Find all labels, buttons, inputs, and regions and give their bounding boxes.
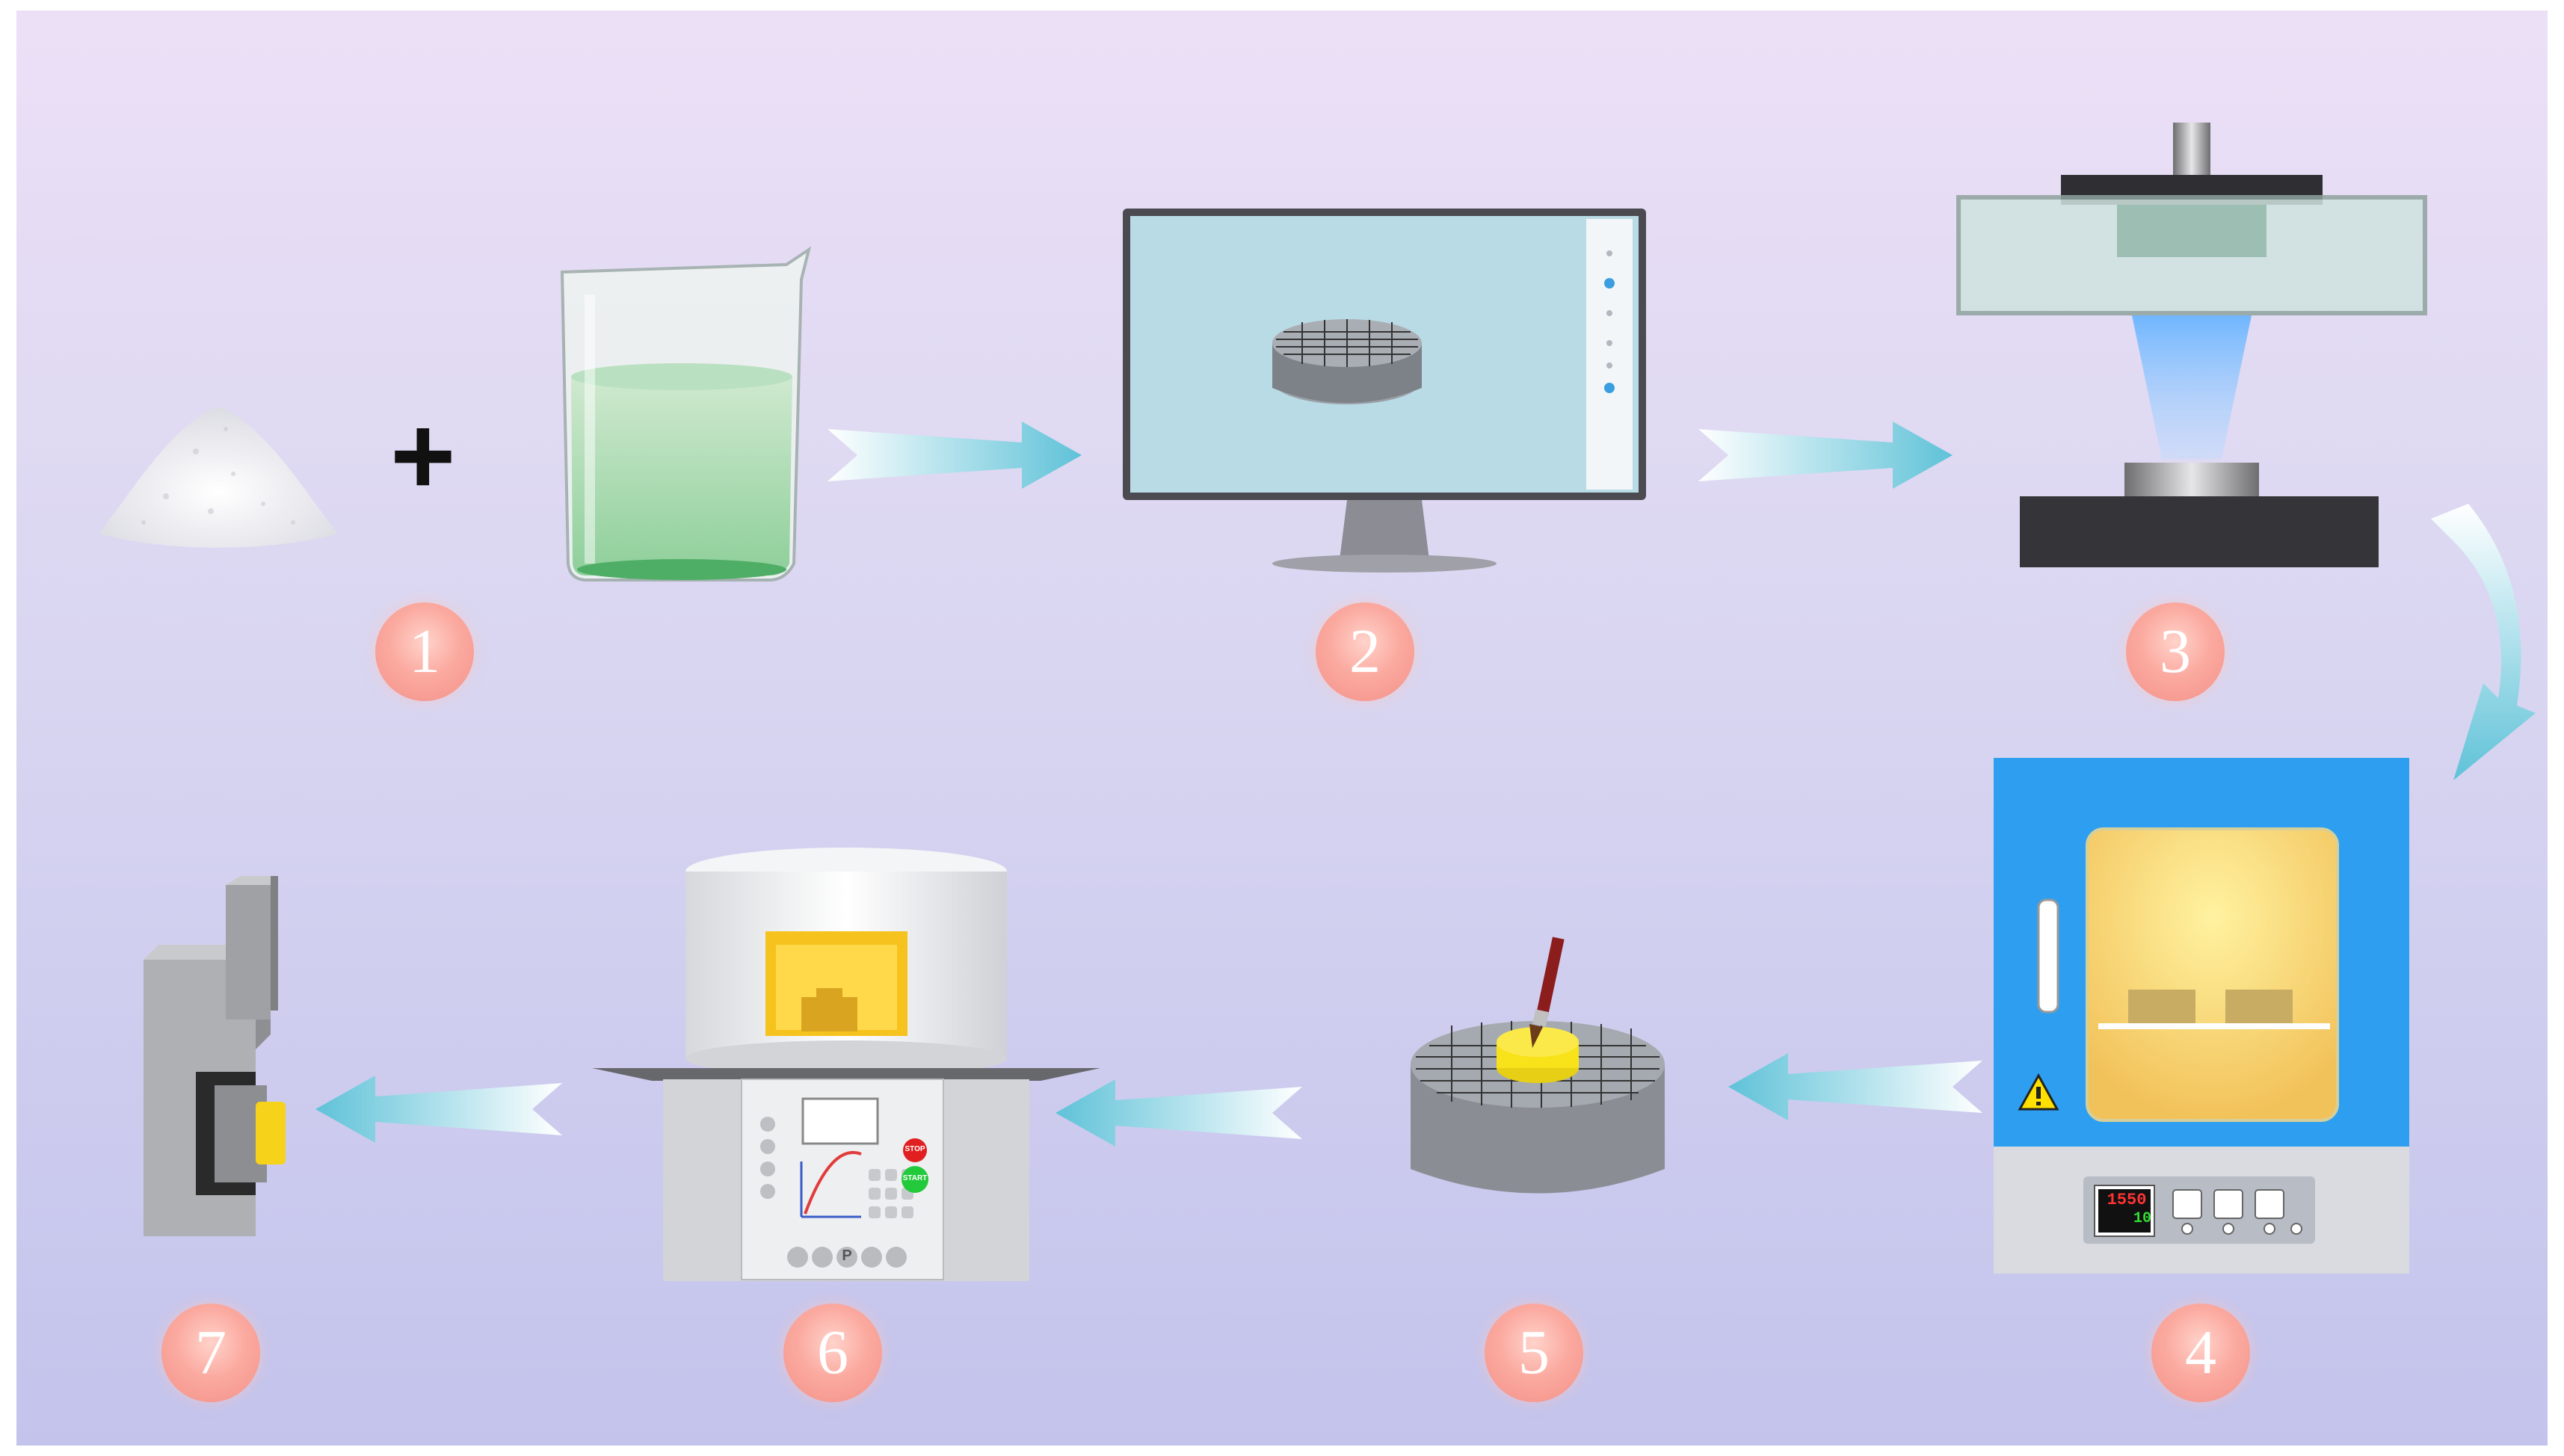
printer-icon [1956,123,2427,567]
step-badge-7: 7 [161,1304,260,1402]
flow-arrow-6-7 [315,1076,562,1143]
step-badge-4: 4 [2151,1304,2250,1402]
furnace-icon [592,848,1100,1281]
coated-puck-icon [1411,937,1665,1194]
step-badge-5: 5 [1485,1304,1583,1402]
flow-arrow-3-4 [2431,504,2536,780]
oven-icon [1994,758,2409,1274]
monitor-icon [1123,209,1646,573]
process-flow-diagram: + [16,10,2548,1446]
plus-sign: + [390,392,456,518]
flow-arrow-5-6 [1056,1079,1302,1147]
beaker-icon [560,246,812,582]
flow-arrow-2-3 [1698,422,1953,489]
step-badge-1: 1 [375,602,474,701]
step-badge-2: 2 [1316,602,1414,701]
stop-button[interactable]: STOP [905,1145,925,1153]
oven-temperature-readout: 1550 [2107,1191,2147,1209]
oven-setpoint-readout: 10 [2133,1210,2151,1227]
warning-icon [2018,1073,2059,1111]
powder-pile-icon [99,407,338,548]
start-button[interactable]: START [902,1174,928,1182]
flow-arrow-1-2 [828,422,1082,489]
fixture-icon [144,876,286,1236]
program-button[interactable]: P [842,1247,852,1264]
brush-icon [1529,937,1565,1048]
flow-arrow-4-5 [1728,1053,1982,1120]
step-badge-6: 6 [783,1304,882,1402]
step-badge-3: 3 [2126,602,2225,701]
